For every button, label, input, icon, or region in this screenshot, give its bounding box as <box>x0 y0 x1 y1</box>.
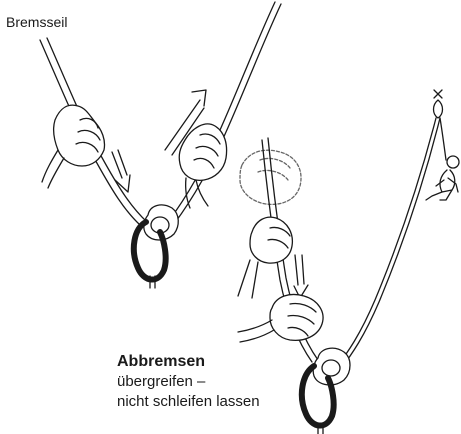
climber-figure-icon <box>426 156 459 200</box>
climber-line <box>440 118 446 160</box>
arrow-down-icon <box>112 150 130 192</box>
caption: Abbremsen übergreifen – nicht schleifen … <box>117 351 260 412</box>
caption-title: Abbremsen <box>117 351 260 372</box>
right-panel <box>238 90 459 434</box>
left-hand-icon <box>42 105 105 188</box>
anchor-icon <box>434 90 443 118</box>
left-panel <box>40 2 281 288</box>
upper-hand-icon <box>238 217 292 298</box>
caption-line-2: nicht schleifen lassen <box>117 392 260 412</box>
climber-rope-left <box>168 2 281 224</box>
caption-line-1: übergreifen – <box>117 372 260 392</box>
arrow-down-right-icon <box>294 255 308 298</box>
climber-rope-right <box>336 118 440 370</box>
lower-hand-icon <box>238 295 323 343</box>
rope-label: Bremsseil <box>6 13 67 32</box>
right-hand-icon <box>179 124 226 208</box>
